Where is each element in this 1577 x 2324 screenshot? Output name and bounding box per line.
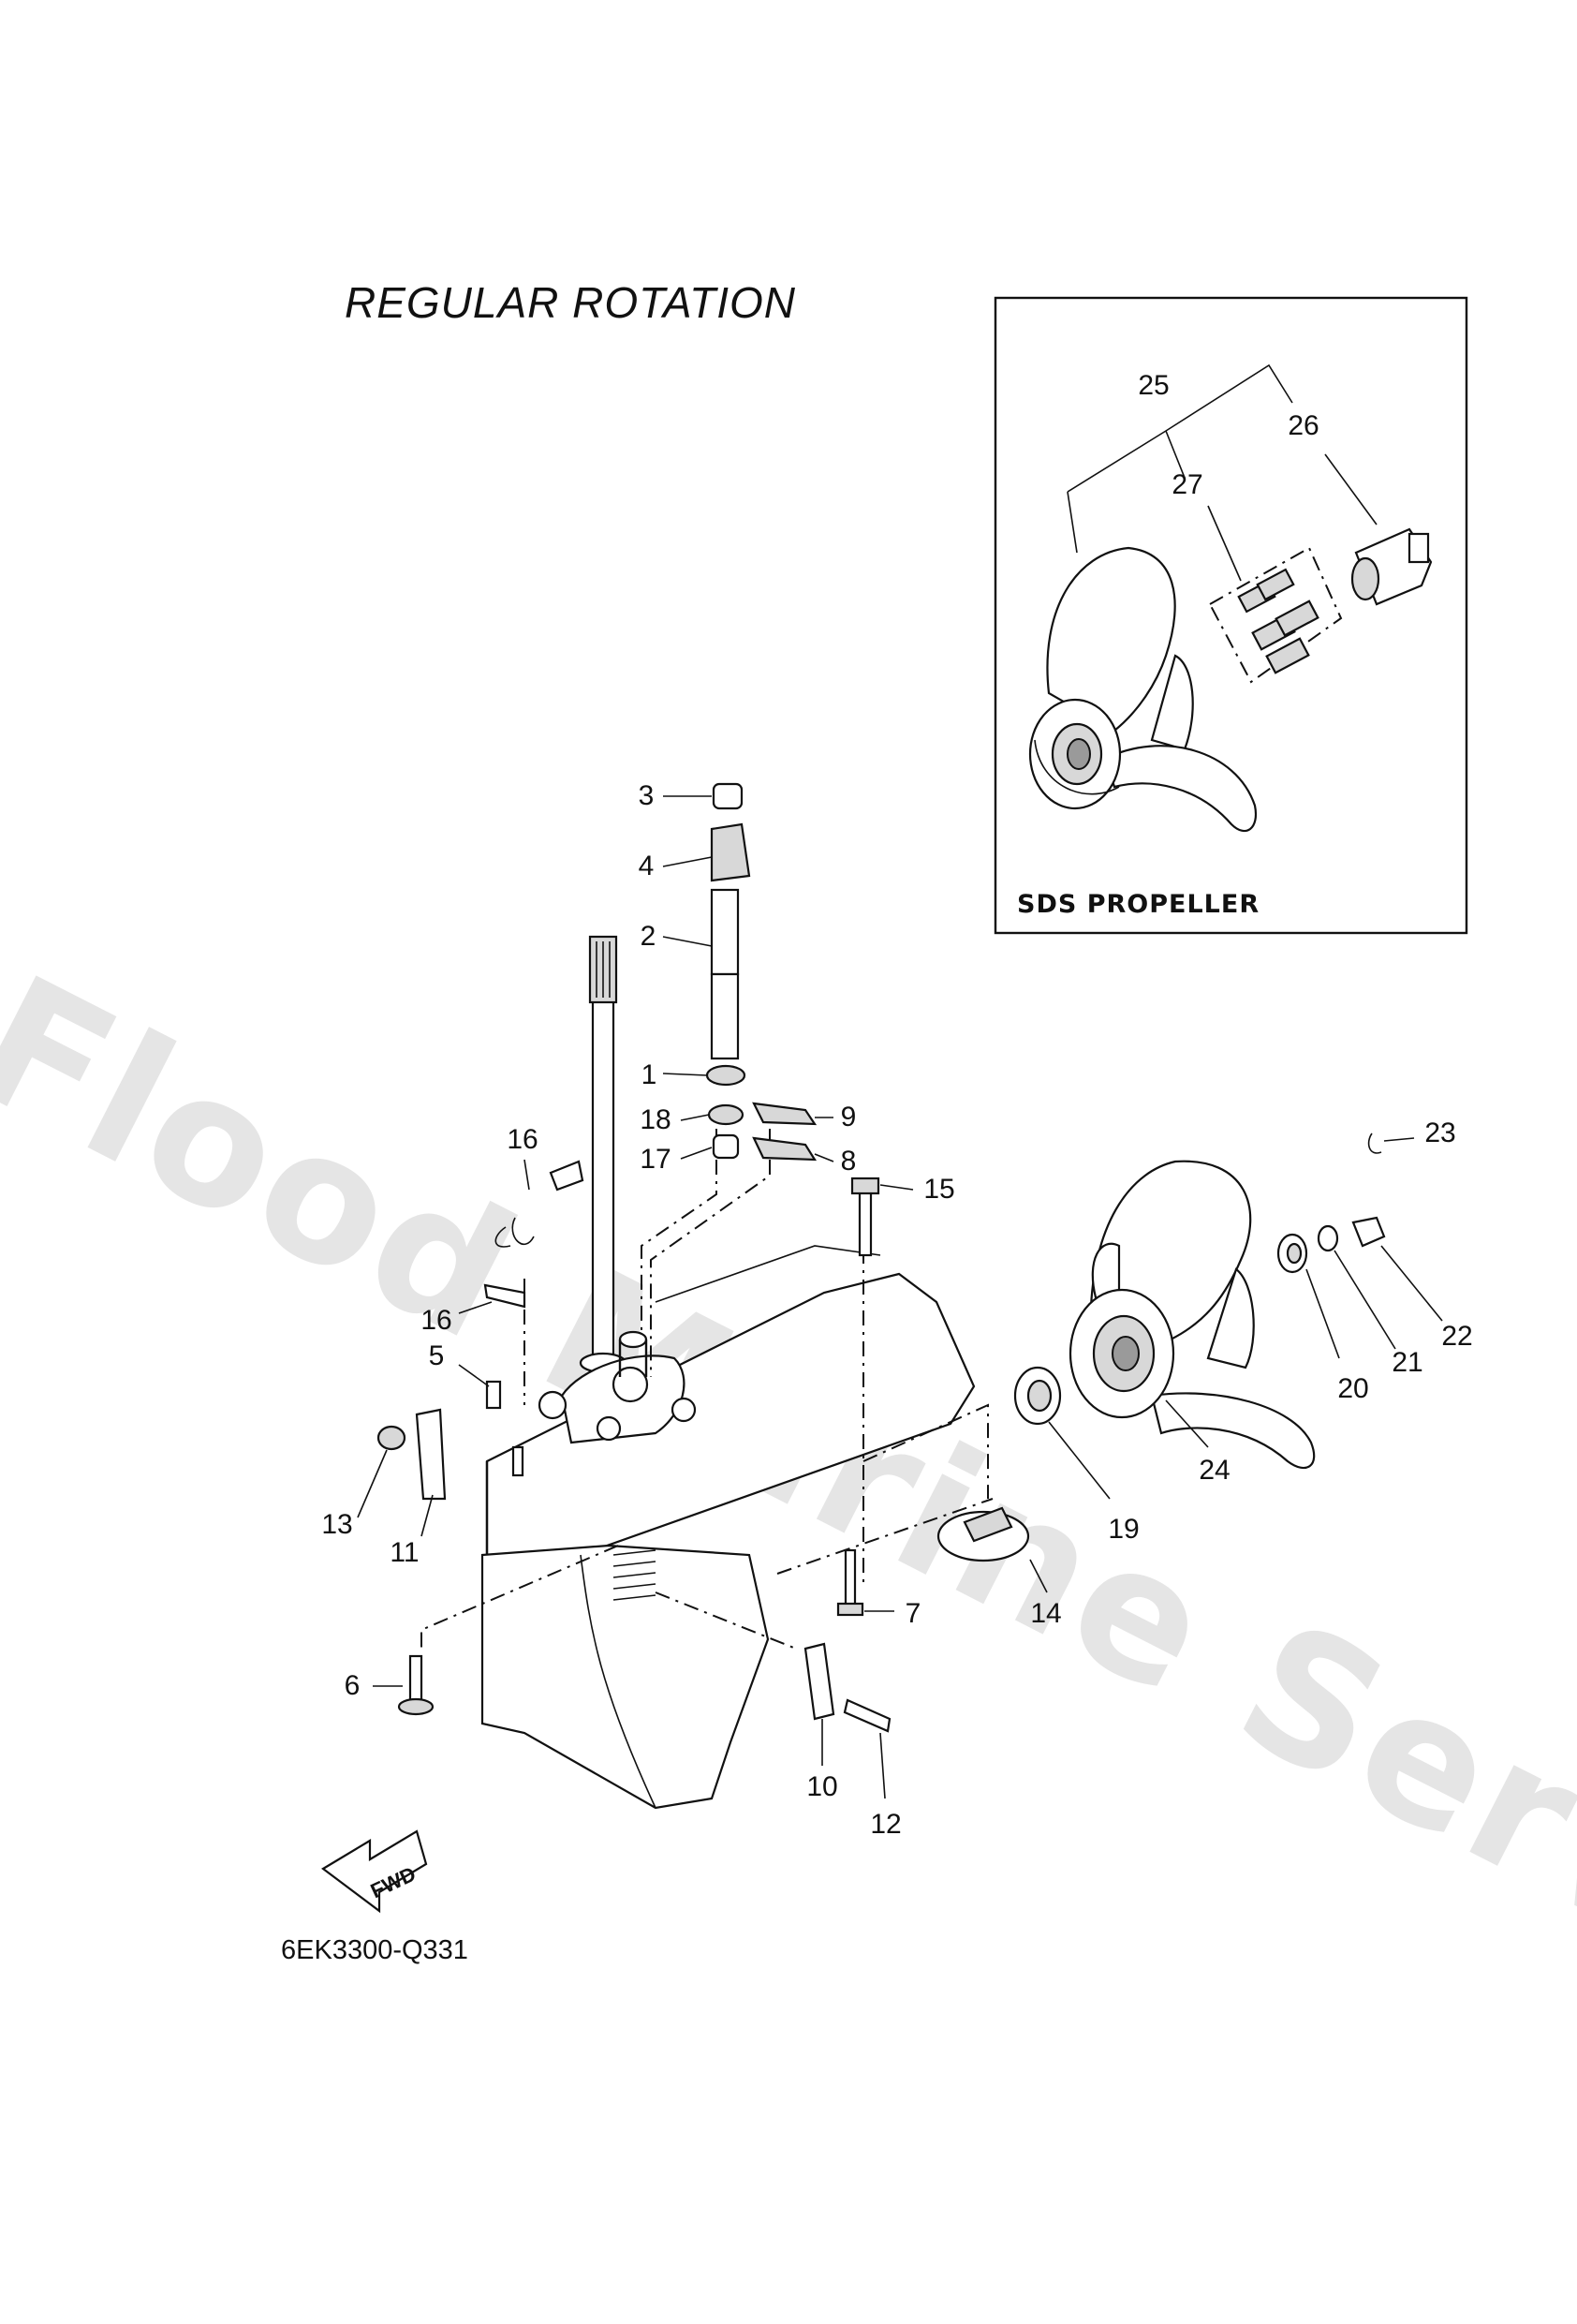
callout-14: 14 xyxy=(1030,1598,1062,1629)
callout-27: 27 xyxy=(1172,469,1203,500)
propeller-hardware-drawing xyxy=(1013,1132,1386,1426)
sds-propeller-inset-frame xyxy=(994,296,1468,935)
callout-5: 5 xyxy=(428,1340,445,1371)
fwd-arrow-drawing xyxy=(321,1829,428,1914)
callout-9: 9 xyxy=(840,1102,857,1132)
callout-21: 21 xyxy=(1392,1347,1423,1378)
callout-leader-lines xyxy=(357,795,1443,1799)
page-title: REGULAR ROTATION xyxy=(345,278,796,327)
main-propeller-drawing xyxy=(1069,1160,1316,1470)
callout-12: 12 xyxy=(870,1809,902,1840)
diagram-reference-code: 6EK3300-Q331 xyxy=(281,1935,468,1965)
anode-drawing xyxy=(936,1506,1030,1562)
callout-25: 25 xyxy=(1138,370,1170,401)
water-pump-parts-drawing xyxy=(705,782,818,1162)
callout-19: 19 xyxy=(1108,1514,1140,1545)
callout-4: 4 xyxy=(638,851,655,881)
callout-11: 11 xyxy=(390,1537,420,1568)
callout-23: 23 xyxy=(1424,1118,1456,1148)
callout-15: 15 xyxy=(923,1174,955,1205)
callout-1: 1 xyxy=(641,1059,657,1090)
sds-propeller-label: SDS PROPELLER xyxy=(1017,890,1260,919)
callout-3: 3 xyxy=(638,780,655,811)
callout-13: 13 xyxy=(321,1509,353,1540)
callout-20: 20 xyxy=(1337,1373,1369,1404)
callout-24: 24 xyxy=(1199,1455,1231,1486)
callout-2: 2 xyxy=(640,921,656,952)
callout-22: 22 xyxy=(1441,1321,1473,1352)
spline-insert-kit-drawing xyxy=(1208,546,1343,684)
sds-propeller-drawing xyxy=(1028,546,1258,833)
callout-7: 7 xyxy=(905,1598,921,1629)
callout-16-upper: 16 xyxy=(507,1124,538,1155)
lower-casing-drawing xyxy=(480,1245,976,1810)
callout-17: 17 xyxy=(640,1144,671,1175)
drive-shaft-drawing xyxy=(579,935,627,1374)
callout-6: 6 xyxy=(344,1670,361,1701)
fasteners-drawing xyxy=(376,1160,892,1733)
hub-adapter-drawing xyxy=(1350,527,1433,606)
inset-leader-lines xyxy=(1067,363,1378,582)
callout-18: 18 xyxy=(640,1104,671,1135)
callout-16-lower: 16 xyxy=(420,1305,452,1336)
callout-10: 10 xyxy=(806,1771,838,1802)
callout-8: 8 xyxy=(840,1146,857,1177)
callout-26: 26 xyxy=(1288,410,1319,441)
